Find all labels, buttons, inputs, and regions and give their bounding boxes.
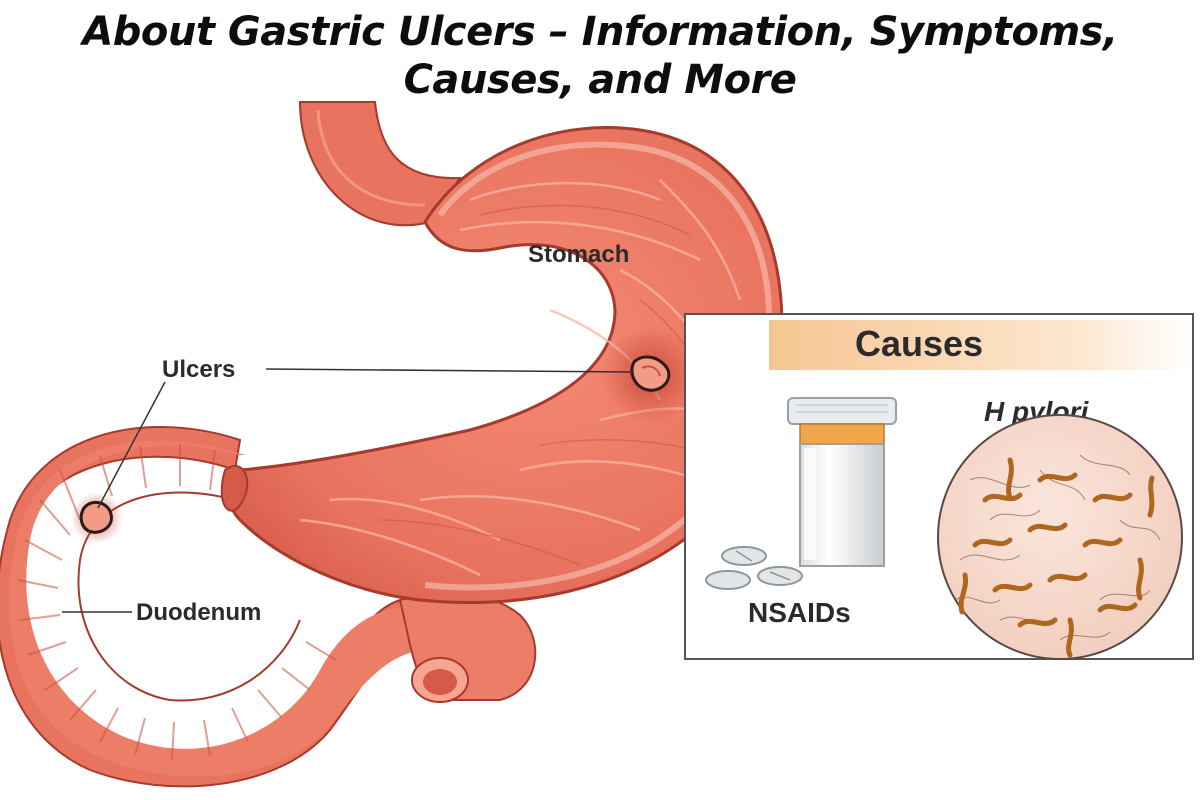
ulcer-leader-line-stomach [265,368,635,373]
causes-header-band [769,320,1191,370]
causes-heading: Causes [855,323,983,364]
label-duodenum: Duodenum [136,599,261,626]
anatomy-drawing [0,101,784,788]
duodenum-tube [9,440,440,777]
label-ulcers: Ulcers [162,356,235,383]
title-line-2: Causes, and More [403,57,797,103]
stomach-ulcer-mark [630,355,671,392]
title-line-1: About Gastric Ulcers – Information, Symp… [82,9,1118,55]
ulcer-leader-line-duodenum [97,381,166,509]
duodenum-ulcer-mark [79,500,113,534]
h-pylori-bacteria-icon [937,414,1183,660]
stomach-shape [227,126,784,604]
pills-icon [705,546,803,590]
causes-panel: Causes NSAIDs H pylori [684,313,1194,660]
label-nsaids: NSAIDs [748,597,851,628]
pill-bottle-icon [787,397,897,567]
anatomy-labels: Stomach Ulcers Duodenum [62,241,635,626]
page-title: About Gastric Ulcers – Information, Symp… [0,8,1200,104]
label-stomach: Stomach [528,241,629,268]
